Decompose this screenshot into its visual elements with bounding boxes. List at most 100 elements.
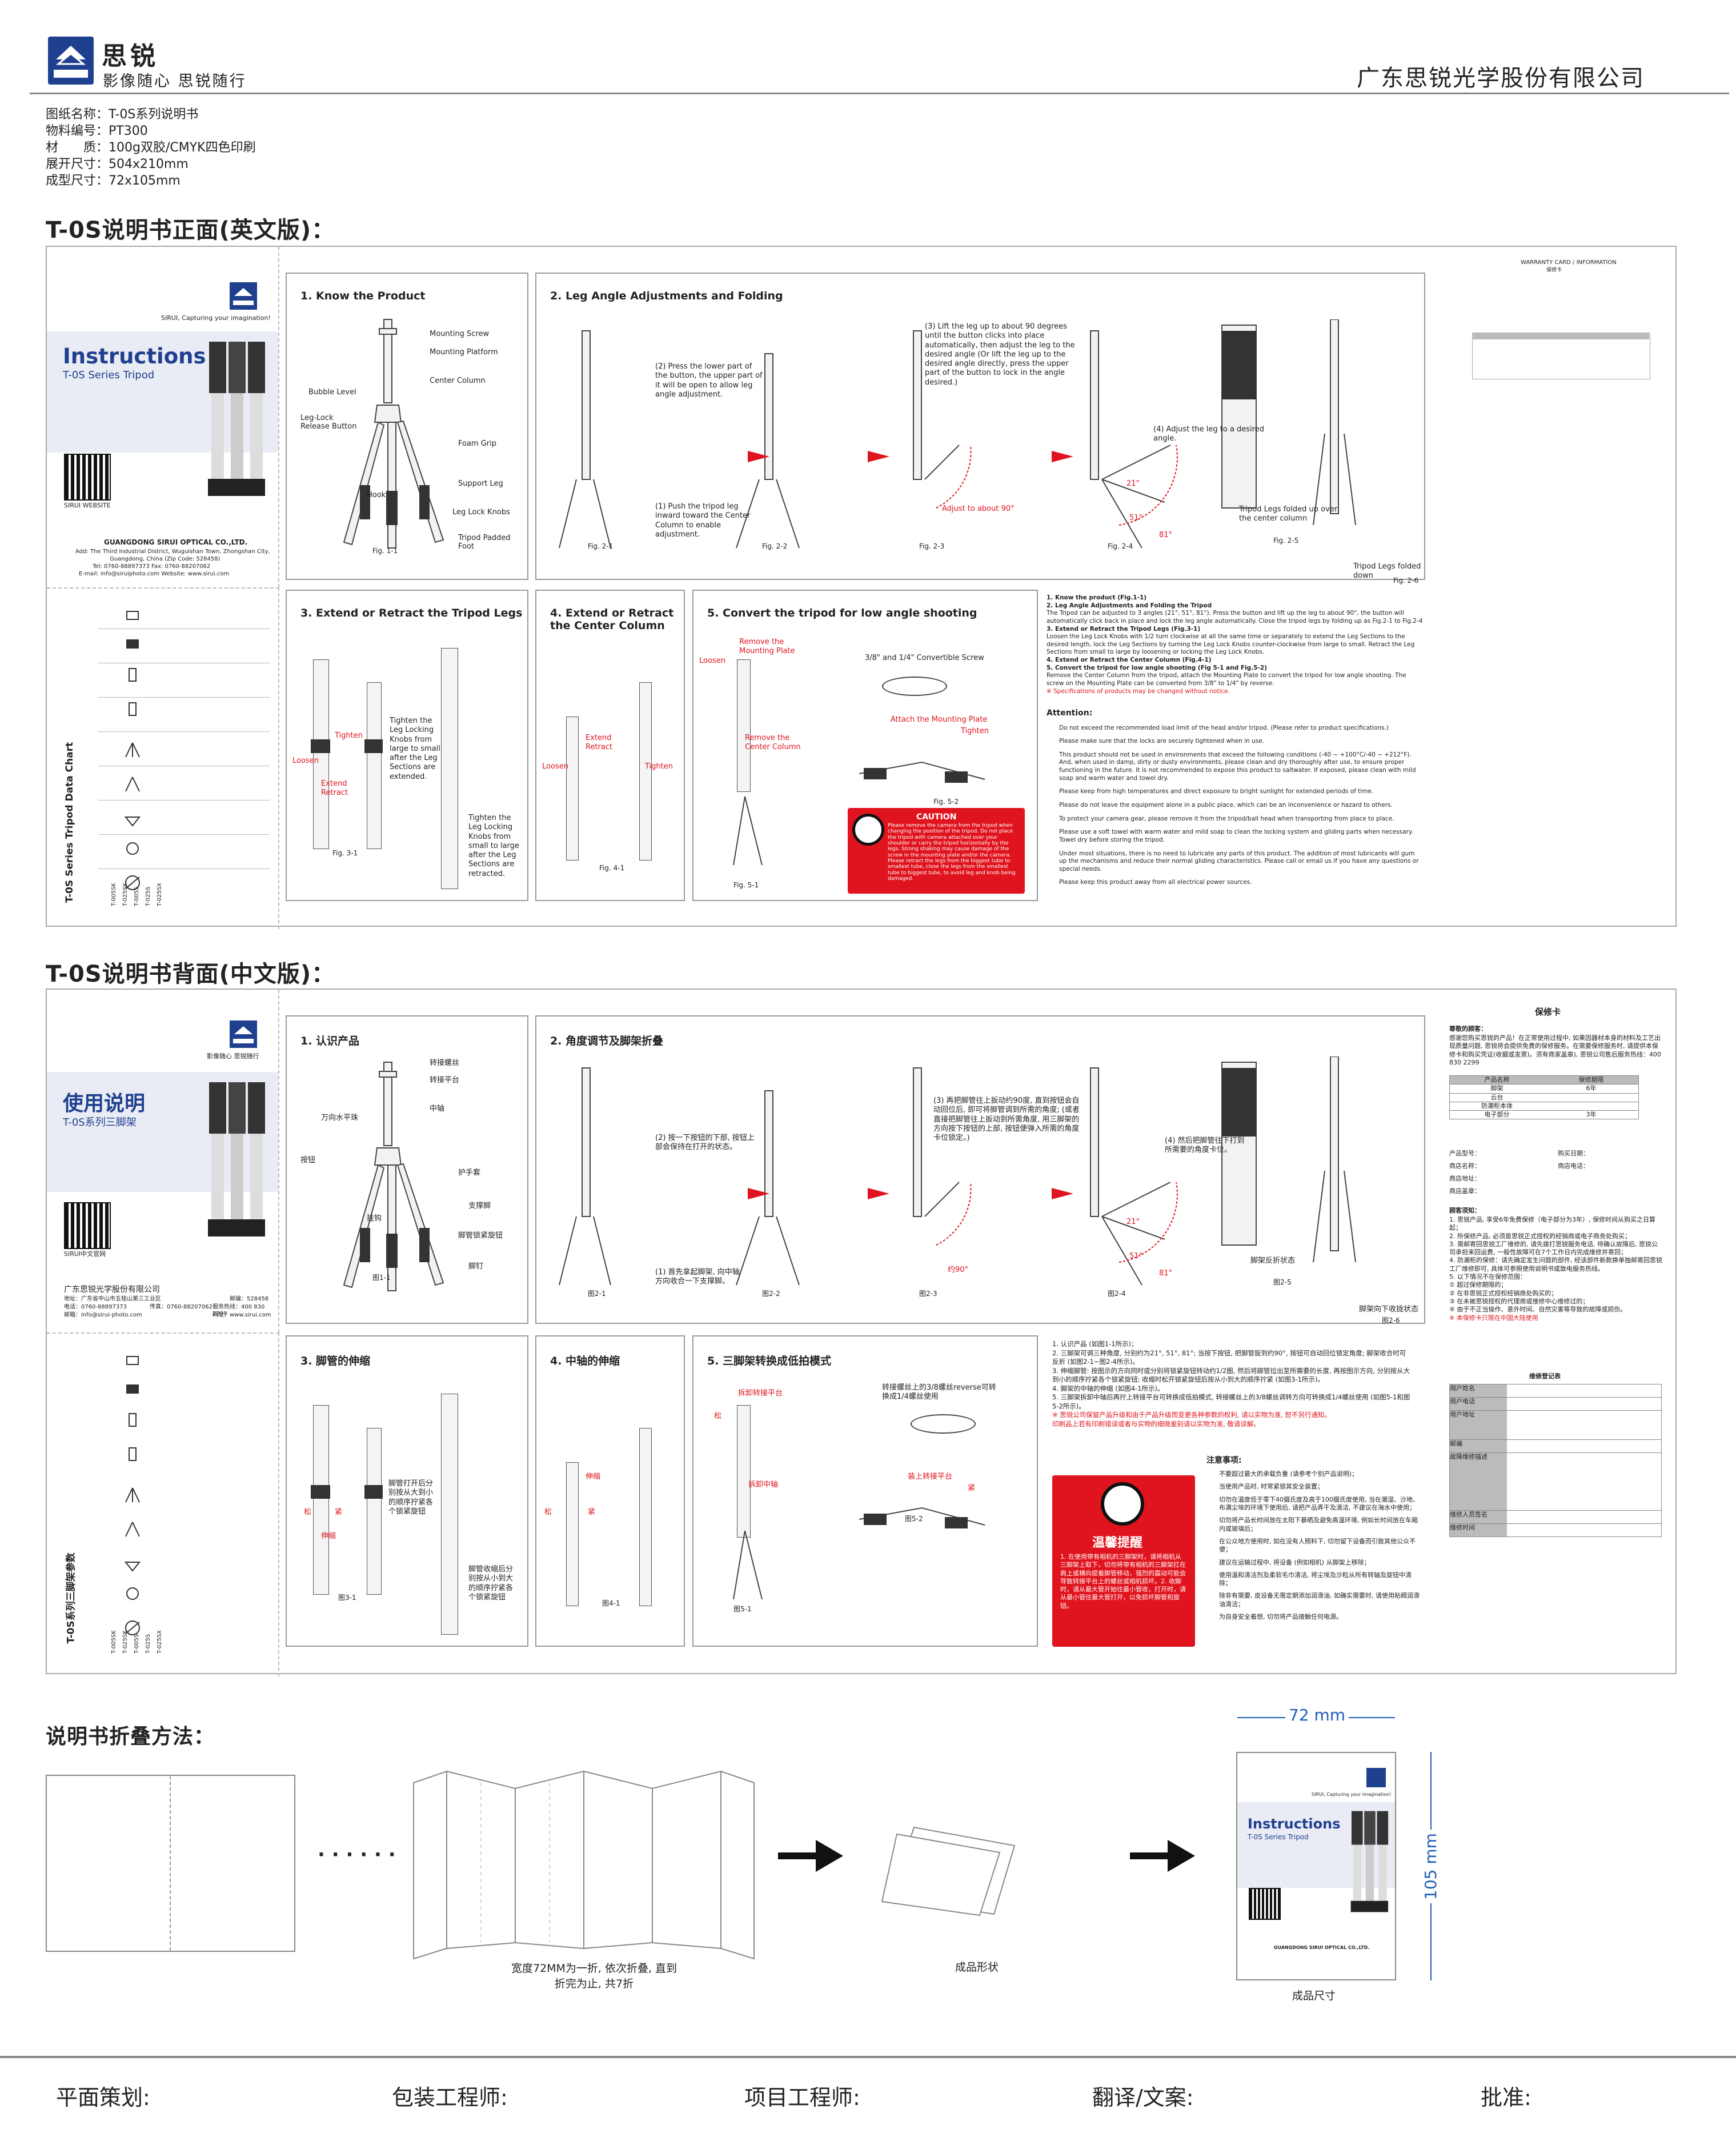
caution-box: CAUTION Please remove the camera from th… — [848, 808, 1025, 894]
reg-input[interactable] — [1507, 1524, 1661, 1536]
attention-item: Please do not leave the equipment alone … — [1059, 802, 1393, 809]
qr-label: SIRUI WEBSITE — [64, 502, 111, 509]
label-leg-lock-knobs: 脚管锁紧旋钮 — [458, 1231, 503, 1240]
warranty-field[interactable]: 商店名称： — [1449, 1162, 1481, 1170]
attention-item: 为自身安全着想, 切勿将产品接触任何电源。 — [1219, 1613, 1342, 1621]
fold-caption: 脚架反折状态 — [1250, 1256, 1296, 1265]
fig-label: 图2-3 — [919, 1290, 937, 1298]
warranty-field[interactable]: 商店电话： — [1558, 1162, 1589, 1170]
sirui-logo-icon — [233, 1026, 254, 1043]
warranty-field[interactable]: 商店盖章： — [1449, 1187, 1481, 1195]
leg-tube — [313, 659, 329, 849]
loosen-label: 松 — [544, 1508, 552, 1516]
panel-title: 4. 中轴的伸缩 — [550, 1355, 620, 1367]
signoff-graphic-design: 平面策划: — [56, 2085, 150, 2110]
screw-label: 3/8" and 1/4" Convertible Screw — [865, 654, 984, 662]
chart-model: T-025S — [145, 886, 151, 906]
step-callout: Tighten the Leg Locking Knobs from small… — [468, 814, 519, 878]
text-item: 3. Extend or Retract the Tripod Legs (Fi… — [1047, 625, 1201, 633]
brand-cn: 思锐 — [102, 42, 159, 71]
attention-item: 当使用产品时, 时常紧锁其安全装置； — [1219, 1483, 1324, 1491]
section-title-back: T-0S说明书背面(中文版)： — [46, 961, 335, 987]
fig-label: Fig. 2-3 — [919, 542, 945, 550]
loosen-label: 松 — [304, 1508, 312, 1516]
fold-caption: Tripod Legs folded down — [1353, 562, 1421, 581]
warranty-field[interactable]: 商店地址： — [1449, 1175, 1481, 1182]
note-item: 4. 防潮柜的保修：请先确定发生问题的部件, 经该部件新款换单独邮寄回思锐工厂维… — [1449, 1256, 1662, 1272]
fig-label: Fig. 2-2 — [762, 542, 788, 550]
text-item: ※ 思锐公司保留产品升级和由于产品升级而变更各种参数的权利, 请以实物为准, 恕… — [1052, 1411, 1331, 1419]
reg-label: 维修人员签名 — [1450, 1511, 1507, 1523]
cover-logo — [230, 282, 257, 310]
chart-row-line — [98, 834, 270, 835]
reg-input[interactable] — [1507, 1440, 1661, 1452]
reg-input[interactable] — [1507, 1398, 1661, 1410]
chart-model: T-025SX — [157, 1630, 163, 1654]
cover-addr: 地址：广东省中山市五桂山第三工业区 — [64, 1296, 161, 1302]
attention-item: Do not exceed the recommended load limit… — [1059, 724, 1389, 731]
loosen-label: 松 — [714, 1412, 722, 1420]
text-item: Remove the Center Column from the tripod… — [1047, 672, 1406, 687]
warranty-table-head — [1472, 333, 1649, 339]
leg-knob — [311, 739, 330, 753]
cover-tel: 电话：0760-88897373 — [64, 1304, 127, 1310]
fig-label: Fig. 5-1 — [733, 881, 759, 889]
en-data-chart: T-0S Series Tripod Data Chart T-005SK T-… — [47, 587, 279, 929]
table-cell — [1544, 1094, 1638, 1102]
en-panel-center-column: 4. Extend or Retract the Center Column E… — [535, 590, 685, 901]
tighten-label: Tighten — [961, 727, 989, 735]
warranty-field[interactable]: 产品型号： — [1449, 1150, 1481, 1157]
slogan: 影像随心 思锐随行 — [103, 73, 247, 90]
reg-input[interactable] — [1507, 1511, 1661, 1523]
tripod-diagram — [343, 319, 444, 549]
sirui-logo — [48, 37, 94, 85]
big-arrow-icon — [1130, 1852, 1170, 1859]
no-carry-icon — [1101, 1482, 1144, 1526]
leg-tube — [441, 648, 458, 889]
en-panel-know-product: 1. Know the Product Mounting Screw Mount… — [286, 273, 528, 580]
fig-label: Fig. 3-1 — [332, 849, 358, 857]
step-arrow-icon — [1052, 451, 1073, 462]
remove-plate-label: 拆卸转接平台 — [738, 1389, 783, 1398]
header-rule — [30, 93, 1729, 94]
attention-item: Please keep from high temperatures and d… — [1059, 788, 1374, 795]
reg-title: 维修登记表 — [1529, 1372, 1561, 1380]
warranty-field[interactable]: 购买日期： — [1558, 1150, 1589, 1157]
tripod-diagram — [343, 1062, 444, 1291]
en-panel-extend-legs: 3. Extend or Retract the Tripod Legs Tig… — [286, 590, 528, 901]
chart-model: T-025SK — [122, 1630, 129, 1654]
note-item: 1. 思锐产品, 享受6年免费保修（电子部分为3年）, 保修时间从购买之日算起； — [1449, 1216, 1655, 1232]
panel-title: 5. 三脚架转换成低拍模式 — [707, 1355, 832, 1367]
extend-label: 伸缩 — [321, 1532, 336, 1540]
label-center-column: Center Column — [430, 377, 486, 385]
cover-tagline: 影像随心 思锐随行 — [207, 1053, 259, 1060]
table-cell: 脚架 — [1490, 1084, 1504, 1092]
label-mounting-screw: Mounting Screw — [430, 330, 490, 338]
reg-input[interactable] — [1507, 1453, 1661, 1510]
angle-81: 81° — [1159, 531, 1173, 539]
label-support-leg: 支撑脚 — [468, 1202, 491, 1210]
reg-row: 用户电话 — [1450, 1398, 1661, 1411]
reg-input[interactable] — [1507, 1411, 1661, 1439]
table-cell: 3年 — [1586, 1111, 1597, 1119]
step-callout: 脚管打开后分别按从大到小的顺序拧紧各个锁紧旋钮 — [388, 1479, 434, 1516]
fig-label: Fig. 2-1 — [588, 542, 614, 550]
text-item: 5. Convert the tripod for low angle shoo… — [1047, 664, 1267, 671]
center-column-tube — [737, 659, 751, 792]
fig-label: Fig. 2-5 — [1273, 537, 1299, 545]
reg-input[interactable] — [1507, 1384, 1661, 1397]
fig-label: 图4-1 — [602, 1599, 620, 1607]
cover-logo — [1366, 1768, 1386, 1787]
text-item: 1. 认识产品 (如图1-1所示)； — [1052, 1340, 1138, 1348]
warranty-table-row: 云台 — [1450, 1092, 1638, 1102]
fold-zigzag-figure — [413, 1770, 755, 1960]
center-column-tube — [639, 1428, 652, 1606]
table-head-cell: 产品名称 — [1484, 1076, 1510, 1083]
cover-email: E-mail: info@siruiphoto.com Website: www… — [79, 571, 230, 577]
fig-label: Fig. 2-6 — [1393, 577, 1419, 585]
cover-web: 网址：www.sirui.com — [213, 1312, 271, 1318]
drawing-meta: 图纸名称：T-0S系列说明书 物料编号：PT300 材 质：100g双胶/CMY… — [46, 106, 256, 189]
warranty-table — [1472, 333, 1650, 379]
fold-size-label: 成品尺寸 — [1292, 1990, 1336, 2002]
cn-panel-low-angle: 5. 三脚架转换成低拍模式 拆卸转接平台 松 转接螺丝上的3/8螺丝revers… — [692, 1335, 1038, 1647]
